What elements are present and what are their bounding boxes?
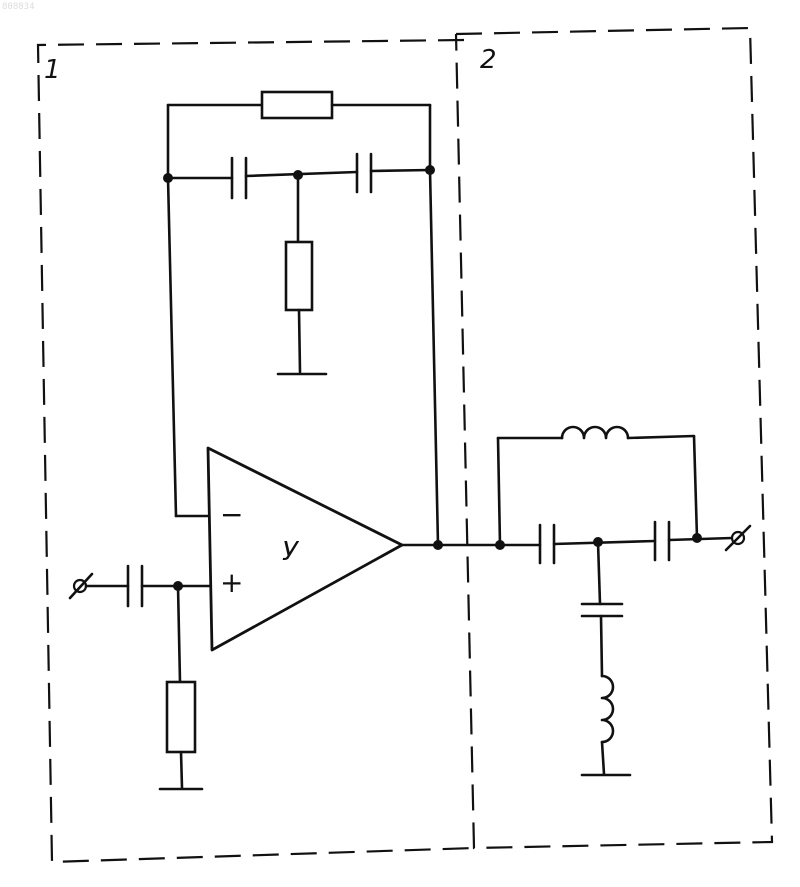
filter-capacitor-left — [540, 525, 554, 563]
input-bias-resistor — [167, 682, 195, 752]
noninverting-input-sign: + — [220, 566, 243, 599]
block-1-border — [38, 40, 474, 862]
shunt-capacitor — [582, 604, 622, 616]
parallel-inductor — [562, 427, 628, 438]
input-capacitor — [128, 566, 142, 606]
feedback-capacitor-right — [357, 154, 371, 192]
op-amp: У − + — [208, 448, 402, 650]
input-section — [70, 566, 210, 789]
shunt-inductor — [602, 676, 613, 742]
feedback-resistor — [262, 92, 332, 118]
inverting-input-sign: − — [220, 498, 243, 531]
feedback-capacitor-left — [232, 158, 246, 198]
output-filter — [495, 427, 750, 775]
op-amp-label: У — [282, 537, 300, 567]
feedback-network — [163, 92, 435, 374]
scan-stamp: 808834 — [2, 2, 35, 12]
block-2-label: 2 — [480, 45, 497, 75]
filter-capacitor-right — [655, 522, 669, 560]
block-1-label: 1 — [44, 55, 61, 85]
shunt-resistor — [286, 242, 312, 310]
